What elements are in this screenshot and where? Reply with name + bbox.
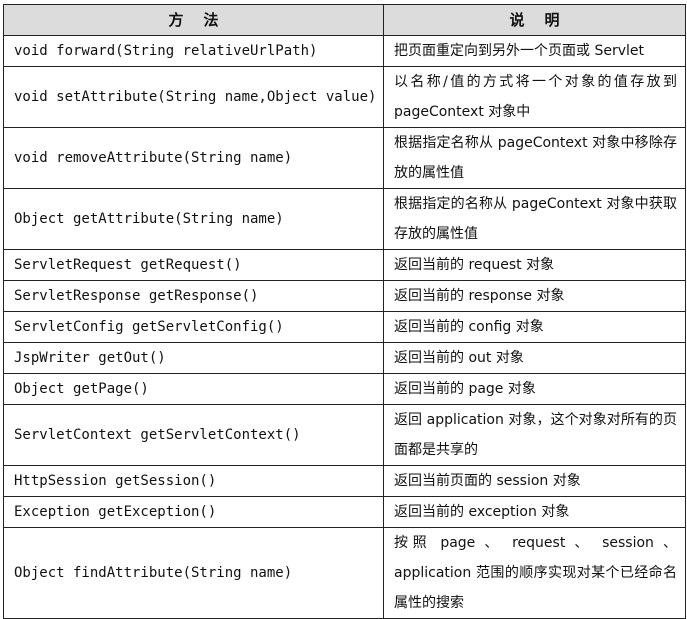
description-cell: 返回当前的 config 对象 xyxy=(383,311,686,343)
method-cell: ServletContext getServletContext() xyxy=(3,404,384,466)
method-cell: ServletRequest getRequest() xyxy=(3,249,384,281)
description-cell: 返回当前页面的 session 对象 xyxy=(383,465,686,497)
table-row: Object findAttribute(String name) 按照 pag… xyxy=(3,527,686,619)
method-cell: ServletResponse getResponse() xyxy=(3,280,384,312)
method-cell: ServletConfig getServletConfig() xyxy=(3,311,384,343)
method-cell: JspWriter getOut() xyxy=(3,342,384,374)
method-cell: void forward(String relativeUrlPath) xyxy=(3,35,384,67)
header-description: 说明 xyxy=(383,4,686,36)
description-cell: 返回当前的 request 对象 xyxy=(383,249,686,281)
description-cell: 把页面重定向到另外一个页面或 Servlet xyxy=(383,35,686,67)
description-cell: 返回当前的 exception 对象 xyxy=(383,496,686,528)
table-row: HttpSession getSession() 返回当前页面的 session… xyxy=(3,465,686,497)
method-cell: void removeAttribute(String name) xyxy=(3,127,384,189)
table-row: Object getPage() 返回当前的 page 对象 xyxy=(3,373,686,405)
table-row: ServletConfig getServletConfig() 返回当前的 c… xyxy=(3,311,686,343)
table-header-row: 方法 说明 xyxy=(3,4,686,36)
description-cell: 返回 application 对象，这个对象对所有的页面都是共享的 xyxy=(383,404,686,466)
description-cell: 返回当前的 out 对象 xyxy=(383,342,686,374)
table-row: ServletRequest getRequest() 返回当前的 reques… xyxy=(3,249,686,281)
table-row: void setAttribute(String name,Object val… xyxy=(3,66,686,128)
header-method: 方法 xyxy=(3,4,384,36)
description-cell: 返回当前的 response 对象 xyxy=(383,280,686,312)
table-row: Exception getException() 返回当前的 exception… xyxy=(3,496,686,528)
table-row: ServletResponse getResponse() 返回当前的 resp… xyxy=(3,280,686,312)
table-row: JspWriter getOut() 返回当前的 out 对象 xyxy=(3,342,686,374)
method-cell: Object findAttribute(String name) xyxy=(3,527,384,619)
description-cell: 根据指定的名称从 pageContext 对象中获取存放的属性值 xyxy=(383,188,686,250)
table-row: Object getAttribute(String name) 根据指定的名称… xyxy=(3,188,686,250)
method-cell: Object getPage() xyxy=(3,373,384,405)
methods-table: 方法 说明 void forward(String relativeUrlPat… xyxy=(3,4,686,619)
table-row: void forward(String relativeUrlPath) 把页面… xyxy=(3,35,686,67)
description-cell: 返回当前的 page 对象 xyxy=(383,373,686,405)
method-cell: void setAttribute(String name,Object val… xyxy=(3,66,384,128)
method-cell: Exception getException() xyxy=(3,496,384,528)
table-row: void removeAttribute(String name) 根据指定名称… xyxy=(3,127,686,189)
method-cell: Object getAttribute(String name) xyxy=(3,188,384,250)
method-cell: HttpSession getSession() xyxy=(3,465,384,497)
description-cell: 根据指定名称从 pageContext 对象中移除存放的属性值 xyxy=(383,127,686,189)
description-cell: 按照 page 、 request 、 session 、 applicatio… xyxy=(383,527,686,619)
description-cell: 以名称/值的方式将一个对象的值存放到 pageContext 对象中 xyxy=(383,66,686,128)
table-row: ServletContext getServletContext() 返回 ap… xyxy=(3,404,686,466)
